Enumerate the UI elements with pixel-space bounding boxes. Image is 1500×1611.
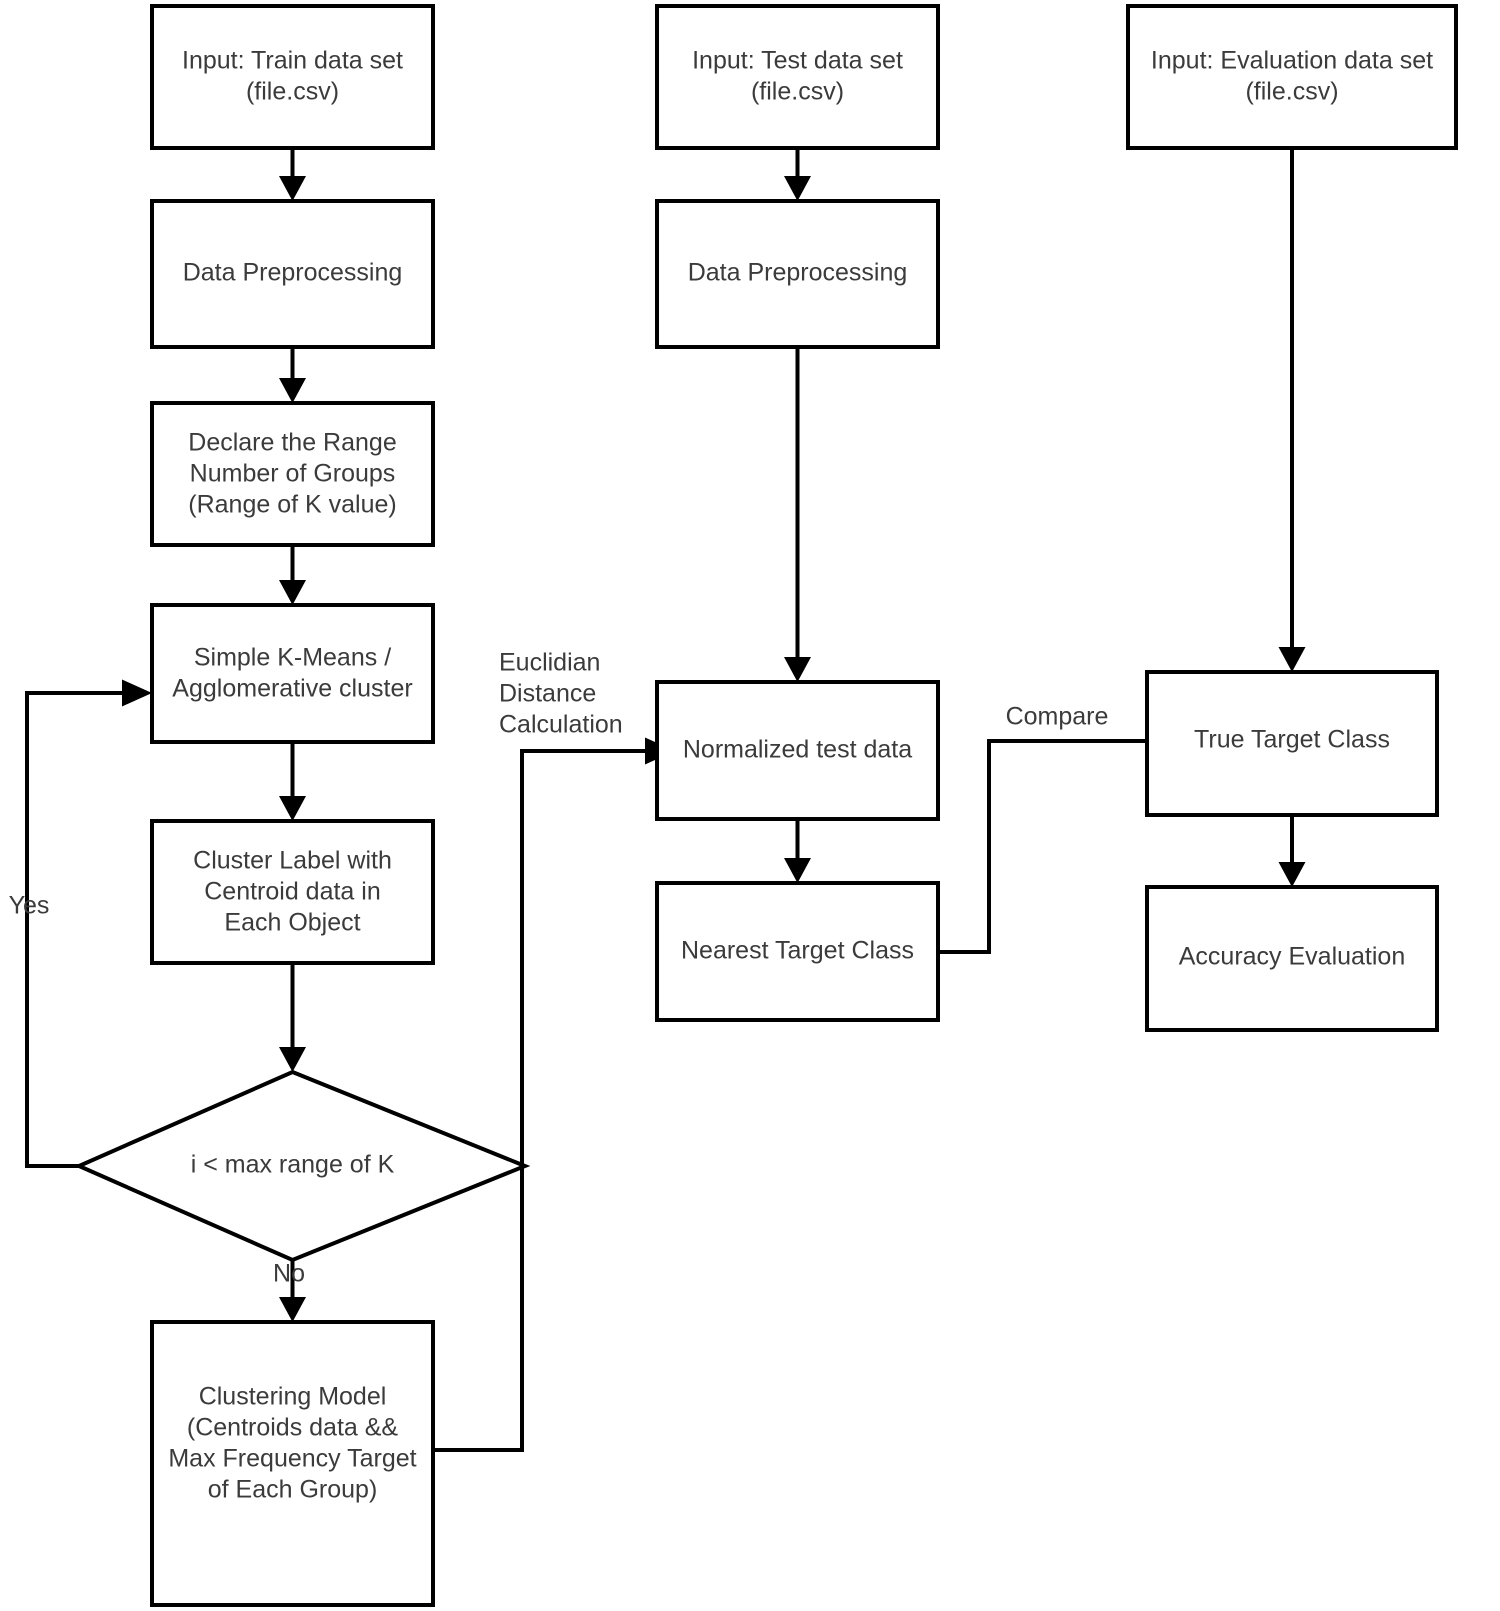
node-input-train[interactable]: Input: Train data set (file.csv) — [150, 4, 435, 150]
node-clustering-model-line-3: Max Frequency Target — [168, 1445, 416, 1473]
node-input-test-line-1: Input: Test data set — [692, 47, 903, 75]
arrow-head-icon — [279, 796, 306, 821]
edge-label-euclidian-line-2: Distance — [499, 680, 596, 708]
edge-preprocess-to-declare-range — [279, 347, 306, 403]
edge-input-test-to-preprocess — [784, 148, 811, 201]
node-cluster-label[interactable]: Cluster Label with Centroid data in Each… — [150, 819, 435, 965]
node-cluster-label-line-2: Centroid data in — [204, 878, 381, 906]
arrow-head-icon — [1278, 862, 1306, 887]
node-kmeans-line-2: Agglomerative cluster — [172, 675, 412, 703]
arrow-head-icon — [1278, 647, 1306, 672]
edge-yes-loop: Yes — [9, 679, 152, 1168]
node-input-train-box[interactable] — [150, 4, 435, 150]
edge-label-yes: Yes — [9, 892, 50, 920]
node-clustering-model-line-1: Clustering Model — [199, 1383, 387, 1411]
node-normalized-test-box[interactable] — [655, 680, 940, 821]
node-input-eval-line-1: Input: Evaluation data set — [1151, 47, 1433, 75]
node-nearest-target[interactable]: Nearest Target Class — [655, 881, 940, 1022]
node-cluster-label-box[interactable] — [150, 819, 435, 965]
node-true-target[interactable]: True Target Class — [1145, 670, 1439, 817]
node-clustering-model[interactable]: Clustering Model (Centroids data && Max … — [150, 1320, 435, 1607]
edge-no-branch: No — [273, 1260, 306, 1322]
node-nearest-target-label: Nearest Target Class — [681, 937, 914, 965]
node-decision-k-label: i < max range of K — [191, 1151, 395, 1179]
arrow-head-icon — [784, 858, 811, 883]
edge-preprocess-test-to-normalized — [784, 347, 811, 682]
node-input-eval-line-2: (file.csv) — [1245, 78, 1338, 106]
node-clustering-model-box[interactable] — [150, 1320, 435, 1607]
node-kmeans-line-1: Simple K-Means / — [194, 644, 391, 672]
node-input-eval[interactable]: Input: Evaluation data set (file.csv) — [1126, 4, 1458, 150]
arrow-head-icon — [279, 1047, 306, 1072]
arrow-head-icon — [122, 679, 152, 707]
node-clustering-model-line-4: of Each Group) — [208, 1476, 378, 1504]
node-cluster-label-line-3: Each Object — [224, 909, 360, 937]
arrow-head-icon — [784, 657, 811, 682]
node-accuracy-eval-label: Accuracy Evaluation — [1179, 943, 1406, 971]
edge-normalized-to-nearest — [784, 819, 811, 883]
edge-label-no: No — [273, 1260, 305, 1288]
node-kmeans-box[interactable] — [150, 603, 435, 744]
node-cluster-label-line-1: Cluster Label with — [193, 847, 392, 875]
node-kmeans[interactable]: Simple K-Means / Agglomerative cluster — [150, 603, 435, 744]
edge-input-eval-to-true-target — [1278, 148, 1306, 672]
arrow-head-icon — [279, 1297, 306, 1322]
node-input-test-line-2: (file.csv) — [751, 78, 844, 106]
arrow-head-icon — [279, 176, 306, 201]
node-declare-range-line-1: Declare the Range — [188, 429, 396, 457]
node-normalized-test[interactable]: Normalized test data — [655, 680, 940, 821]
node-true-target-label: True Target Class — [1194, 726, 1390, 754]
node-input-train-line-1: Input: Train data set — [182, 47, 403, 75]
node-declare-range-box[interactable] — [150, 401, 435, 547]
node-preprocess-train[interactable]: Data Preprocessing — [150, 199, 435, 349]
node-clustering-model-line-2: (Centroids data && — [187, 1414, 399, 1442]
node-accuracy-eval-box[interactable] — [1145, 885, 1439, 1032]
arrow-head-icon — [784, 176, 811, 201]
node-preprocess-train-box[interactable] — [150, 199, 435, 349]
edge-input-train-to-preprocess — [279, 148, 306, 201]
edge-cluster-label-to-decision — [279, 963, 306, 1072]
edge-true-target-to-accuracy — [1278, 815, 1306, 887]
node-accuracy-eval[interactable]: Accuracy Evaluation — [1145, 885, 1439, 1032]
node-normalized-test-label: Normalized test data — [683, 736, 912, 764]
node-nearest-target-box[interactable] — [655, 881, 940, 1022]
node-preprocess-test[interactable]: Data Preprocessing — [655, 199, 940, 349]
node-decision-k[interactable]: i < max range of K — [74, 1069, 531, 1263]
edge-kmeans-to-cluster-label — [279, 742, 306, 821]
edge-compare: Compare — [938, 703, 1182, 954]
node-input-test[interactable]: Input: Test data set (file.csv) — [655, 4, 940, 150]
arrow-head-icon — [279, 580, 306, 605]
node-input-train-line-2: (file.csv) — [246, 78, 339, 106]
node-input-eval-box[interactable] — [1126, 4, 1458, 150]
edge-euclidian-distance: Euclidian Distance Calculation — [433, 649, 675, 1452]
node-preprocess-test-label: Data Preprocessing — [688, 259, 908, 287]
node-preprocess-train-label: Data Preprocessing — [183, 259, 403, 287]
arrow-head-icon — [279, 378, 306, 403]
node-true-target-box[interactable] — [1145, 670, 1439, 817]
node-declare-range[interactable]: Declare the Range Number of Groups (Rang… — [150, 401, 435, 547]
node-preprocess-test-box[interactable] — [655, 199, 940, 349]
edge-label-euclidian-line-1: Euclidian — [499, 649, 600, 677]
edge-label-compare: Compare — [1006, 703, 1109, 731]
node-declare-range-line-3: (Range of K value) — [188, 491, 396, 519]
node-declare-range-line-2: Number of Groups — [190, 460, 396, 488]
edge-label-euclidian-line-3: Calculation — [499, 711, 623, 739]
edge-declare-range-to-kmeans — [279, 545, 306, 605]
